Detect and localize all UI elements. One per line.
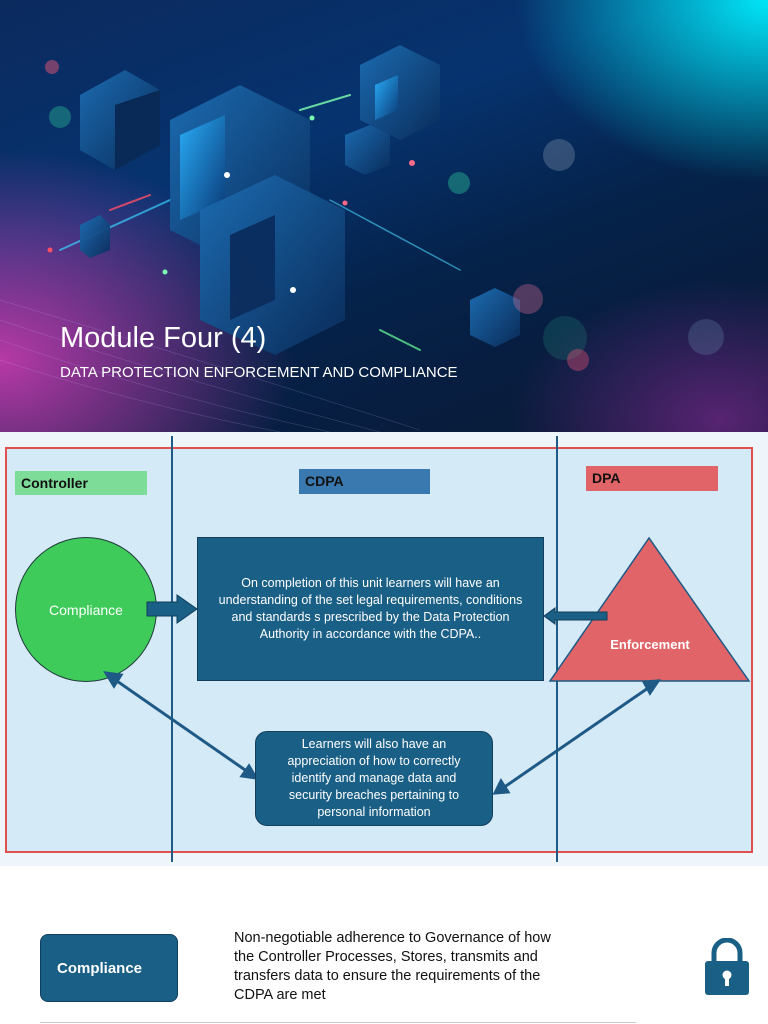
compliance-term-label: Compliance (57, 959, 143, 977)
compliance-circle-label: Compliance (49, 601, 123, 618)
breach-management-box: Learners will also have an appreciation … (255, 731, 493, 826)
learning-outcome-box: On completion of this unit learners will… (197, 537, 544, 681)
compliance-definition: Non-negotiable adherence to Governance o… (234, 930, 551, 1003)
column-divider-left (171, 436, 173, 862)
breach-management-text: Learners will also have an appreciation … (287, 737, 461, 819)
cyber-cubes-illustration (0, 45, 724, 432)
enforcement-triangle-label: Enforcement (610, 637, 690, 652)
module-subtitle: DATA PROTECTION ENFORCEMENT AND COMPLIAN… (60, 364, 458, 381)
learning-outcome-text: On completion of this unit learners will… (218, 576, 523, 641)
lock-icon (705, 938, 749, 995)
module-title: Module Four (4) (60, 322, 267, 354)
column-divider-right (556, 436, 558, 862)
bottom-divider (40, 1022, 636, 1023)
compliance-circle: Compliance (15, 537, 157, 682)
cdpa-column-label: CDPA (299, 469, 430, 494)
hero-banner: Module Four (4) DATA PROTECTION ENFORCEM… (0, 0, 768, 432)
dpa-column-label: DPA (586, 466, 718, 491)
compliance-term-badge: Compliance (40, 934, 178, 1002)
controller-column-label: Controller (15, 471, 147, 495)
